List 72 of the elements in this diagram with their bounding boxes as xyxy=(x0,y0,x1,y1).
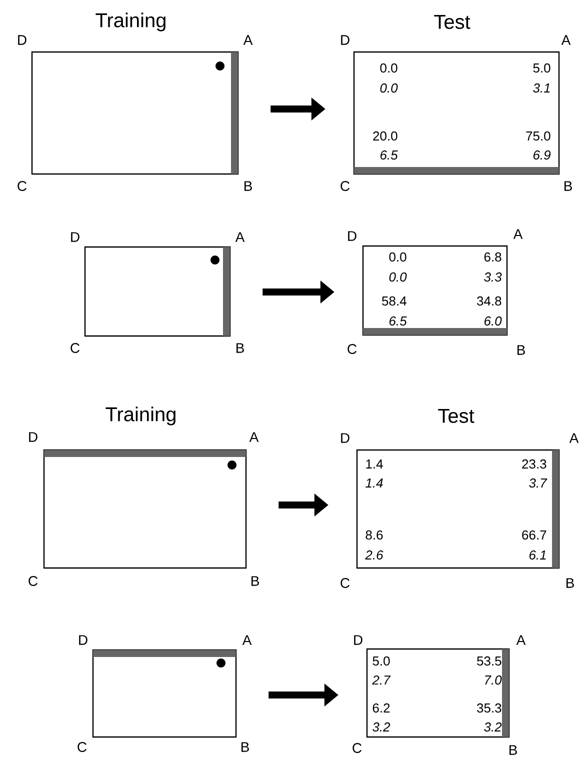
value-label: 7.0 xyxy=(485,675,502,685)
value-label: 6.0 xyxy=(484,316,502,326)
value-label: 35.3 xyxy=(477,703,502,713)
value-label: 6.1 xyxy=(529,550,546,560)
corner-label: A xyxy=(569,433,579,443)
corner-label: A xyxy=(235,232,245,242)
corner-label: C xyxy=(340,578,350,588)
value-label: 0.0 xyxy=(380,83,398,93)
corner-label: B xyxy=(241,742,249,752)
value-label: 8.6 xyxy=(366,530,383,540)
corner-label: D xyxy=(341,433,350,443)
value-label: 1.4 xyxy=(366,460,383,468)
value-label: 53.5 xyxy=(477,656,502,666)
value-label: 3.3 xyxy=(484,272,502,282)
value-label: 66.7 xyxy=(522,530,546,540)
value-label: 5.0 xyxy=(372,656,390,666)
value-label: 5.0 xyxy=(533,63,550,73)
corner-label: A xyxy=(242,635,252,645)
value-label: 3.2 xyxy=(372,722,390,732)
corner-label: A xyxy=(249,432,259,442)
corner-label: A xyxy=(516,635,526,645)
corner-label: C xyxy=(70,343,80,353)
value-label: 6.5 xyxy=(380,150,398,160)
value-label: 6.9 xyxy=(533,150,551,160)
corner-label: C xyxy=(78,742,87,752)
value-label: 3.7 xyxy=(529,478,548,488)
corner-label: B xyxy=(509,745,517,755)
panel-title: Test xyxy=(434,15,470,29)
value-label: 0.0 xyxy=(389,252,406,262)
corner-label: D xyxy=(18,35,26,45)
corner-label: A xyxy=(561,35,571,45)
value-label: 58.4 xyxy=(382,296,406,306)
training-box xyxy=(31,51,239,175)
corner-label: C xyxy=(340,181,350,191)
corner-label: A xyxy=(243,35,253,45)
value-label: 6.8 xyxy=(484,252,502,262)
corner-label: B xyxy=(517,345,525,355)
value-label: 1.4 xyxy=(366,478,383,488)
value-label: 34.8 xyxy=(477,296,502,306)
panel-title: Test xyxy=(438,409,474,423)
training-box xyxy=(92,649,237,738)
training-box xyxy=(43,449,247,569)
panel-title: Training xyxy=(106,406,176,426)
corner-label: B xyxy=(236,343,244,353)
value-label: 23.3 xyxy=(522,459,546,469)
corner-label: D xyxy=(29,432,38,442)
corner-label: D xyxy=(341,35,350,45)
corner-label: B xyxy=(251,576,259,586)
value-label: 75.0 xyxy=(526,131,550,141)
value-label: 20.0 xyxy=(373,131,398,141)
value-label: 2.6 xyxy=(365,550,384,560)
value-label: 3.1 xyxy=(533,83,550,93)
corner-label: D xyxy=(354,635,362,645)
panel-title: Training xyxy=(96,12,166,32)
corner-label: C xyxy=(18,181,27,191)
value-label: 2.7 xyxy=(372,675,391,685)
corner-label: A xyxy=(513,229,523,239)
corner-label: D xyxy=(71,232,80,242)
corner-label: B xyxy=(244,181,252,191)
value-label: 6.5 xyxy=(389,316,407,326)
training-box xyxy=(84,246,231,337)
value-label: 0.0 xyxy=(389,272,407,282)
value-label: 0.0 xyxy=(380,63,398,73)
value-label: 6.2 xyxy=(372,703,390,713)
corner-label: B xyxy=(564,181,572,191)
corner-label: D xyxy=(79,635,88,645)
corner-label: B xyxy=(566,578,574,588)
corner-label: D xyxy=(348,231,356,241)
corner-label: C xyxy=(348,344,357,354)
corner-label: C xyxy=(352,743,362,753)
value-label: 3.2 xyxy=(484,722,502,732)
corner-label: C xyxy=(28,576,38,586)
